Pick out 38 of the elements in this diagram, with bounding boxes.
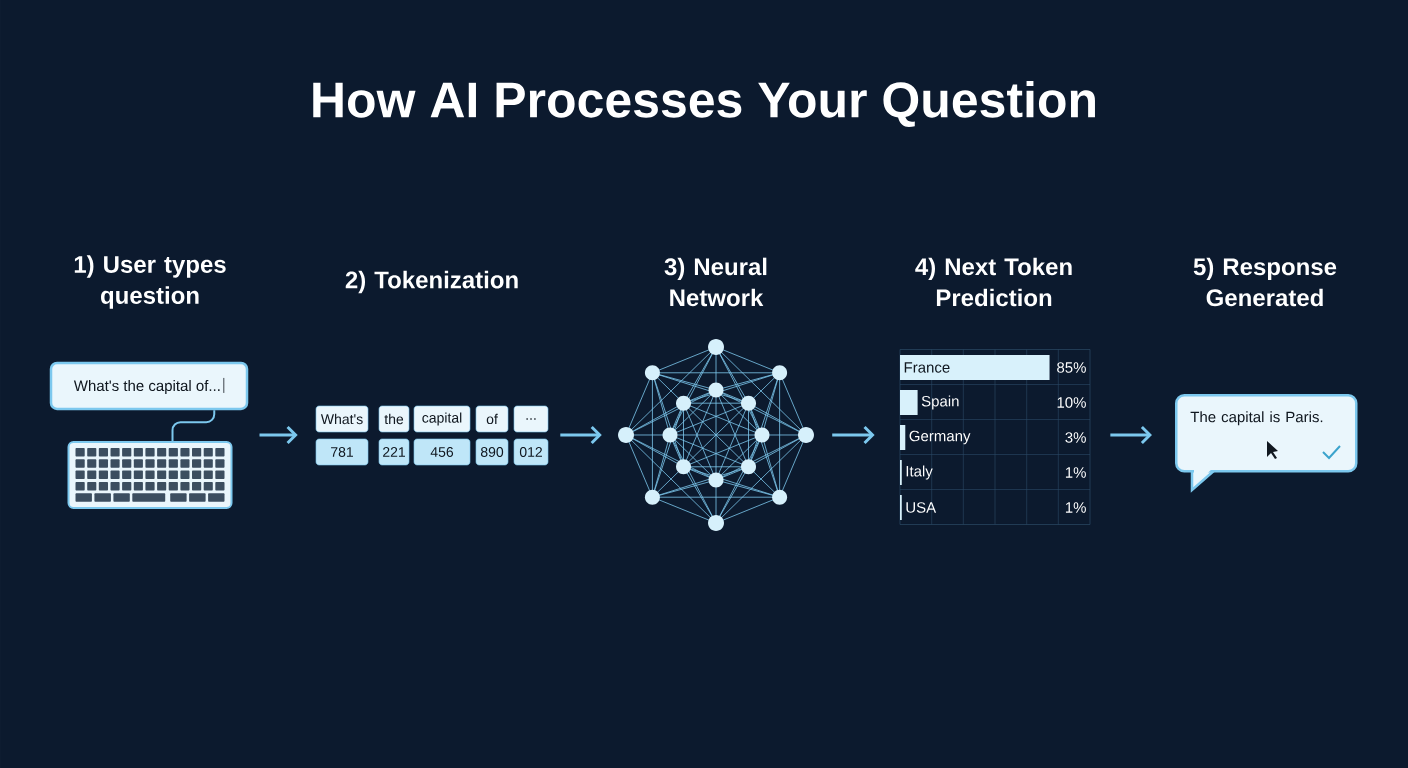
step-heading: 4) Next Token Prediction (915, 257, 1072, 307)
data-label: 1% (1065, 467, 1086, 478)
bar (900, 389, 918, 415)
token-box: 781 (315, 438, 369, 466)
token-box: of (475, 405, 509, 433)
token-box: ... (513, 405, 549, 433)
step-heading: 2) Tokenization (345, 270, 518, 294)
token-box: What's (315, 405, 369, 433)
arrow (1110, 425, 1152, 445)
step-heading: 3) Neural Network (664, 257, 767, 307)
y-tick-label: USA (906, 502, 937, 513)
data-label: 1% (1065, 502, 1086, 513)
step-heading: 1) User types question (74, 255, 226, 309)
token-box: 221 (378, 438, 410, 466)
arrow (832, 425, 875, 445)
data-label: 10% (1057, 397, 1086, 408)
keyboard-drawing (67, 441, 233, 509)
bar (900, 354, 1050, 380)
step-heading: 5) Response Generated (1193, 257, 1337, 307)
arrow (560, 425, 602, 445)
speech-bubble: The capital is Paris. (1175, 394, 1358, 493)
token-box: 012 (513, 438, 549, 466)
neural-network-drawing (618, 339, 814, 531)
token-box: 890 (475, 438, 509, 466)
probability-table (899, 349, 1091, 525)
y-tick-label: Spain (921, 395, 959, 410)
y-tick-label: Italy (906, 465, 933, 480)
data-label: 3% (1065, 432, 1086, 443)
y-tick-label: Germany (909, 430, 971, 445)
arrow (259, 425, 298, 445)
bar (900, 424, 906, 450)
token-box: capital (413, 405, 471, 433)
y-tick-label: France (904, 362, 950, 373)
data-label: 85% (1057, 362, 1086, 373)
title: How AI Processes Your Question (313, 80, 1095, 127)
text-field: What's the capital of... (49, 361, 249, 411)
token-box: the (378, 405, 410, 433)
token-box: 456 (413, 438, 471, 466)
